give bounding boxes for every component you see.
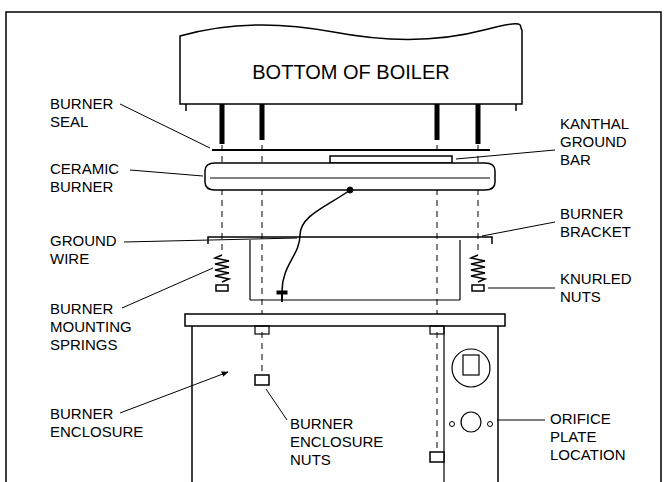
- part-label: GROUND WIRE: [50, 232, 130, 268]
- orifice-hole: [452, 349, 490, 387]
- plate-hole: [450, 422, 455, 427]
- wire-screw: [277, 291, 287, 294]
- leader-lines: [120, 104, 555, 420]
- enclosure-nut: [255, 375, 269, 385]
- knurled-nut: [216, 285, 228, 291]
- enclosure-tab: [255, 326, 269, 334]
- burner-bracket: [208, 237, 492, 244]
- knurled-nut: [472, 285, 484, 291]
- part-label: BURNER ENCLOSURE: [50, 405, 150, 441]
- wire-screw: [281, 294, 283, 302]
- burner-bracket: [250, 299, 460, 300]
- burner-seal: [212, 149, 490, 151]
- mounting-spring: [471, 255, 485, 282]
- part-label: ORIFICE PLATE LOCATION: [550, 410, 640, 464]
- part-label: BURNER BRACKET: [560, 205, 650, 241]
- enclosure-wall: [191, 326, 193, 482]
- part-label: KANTHAL GROUND BAR: [560, 115, 650, 169]
- plate-hole: [488, 422, 493, 427]
- ceramic-burner: [205, 163, 495, 190]
- burner-bracket: [249, 240, 250, 300]
- part-label: CERAMIC BURNER: [50, 160, 140, 196]
- alignment-lines: [222, 145, 478, 451]
- part-label: KNURLED NUTS: [560, 270, 655, 306]
- boiler-title: BOTTOM OF BOILER: [176, 60, 526, 84]
- orifice-slot: [463, 355, 479, 375]
- boiler-flange: [185, 104, 187, 111]
- kanthal-bar: [330, 156, 452, 163]
- enclosure-tab: [430, 326, 444, 334]
- part-label: BURNER SEAL: [50, 95, 135, 131]
- ground-wire: [282, 190, 350, 291]
- enclosure-flange: [185, 314, 505, 326]
- frame: [6, 12, 661, 482]
- boiler-flange: [515, 104, 517, 111]
- burner-bracket: [459, 240, 460, 300]
- burner-step: [210, 178, 490, 179]
- mounting-spring: [215, 255, 229, 282]
- part-label: BURNER MOUNTING SPRINGS: [50, 300, 145, 354]
- studs: [220, 104, 481, 144]
- enclosure-wall: [497, 326, 499, 482]
- orifice-hole: [461, 412, 481, 432]
- enclosure-nut: [430, 452, 444, 462]
- boiler-bottom: BOTTOM OF BOILER: [176, 16, 526, 112]
- part-label: BURNER ENCLOSURE NUTS: [290, 415, 390, 469]
